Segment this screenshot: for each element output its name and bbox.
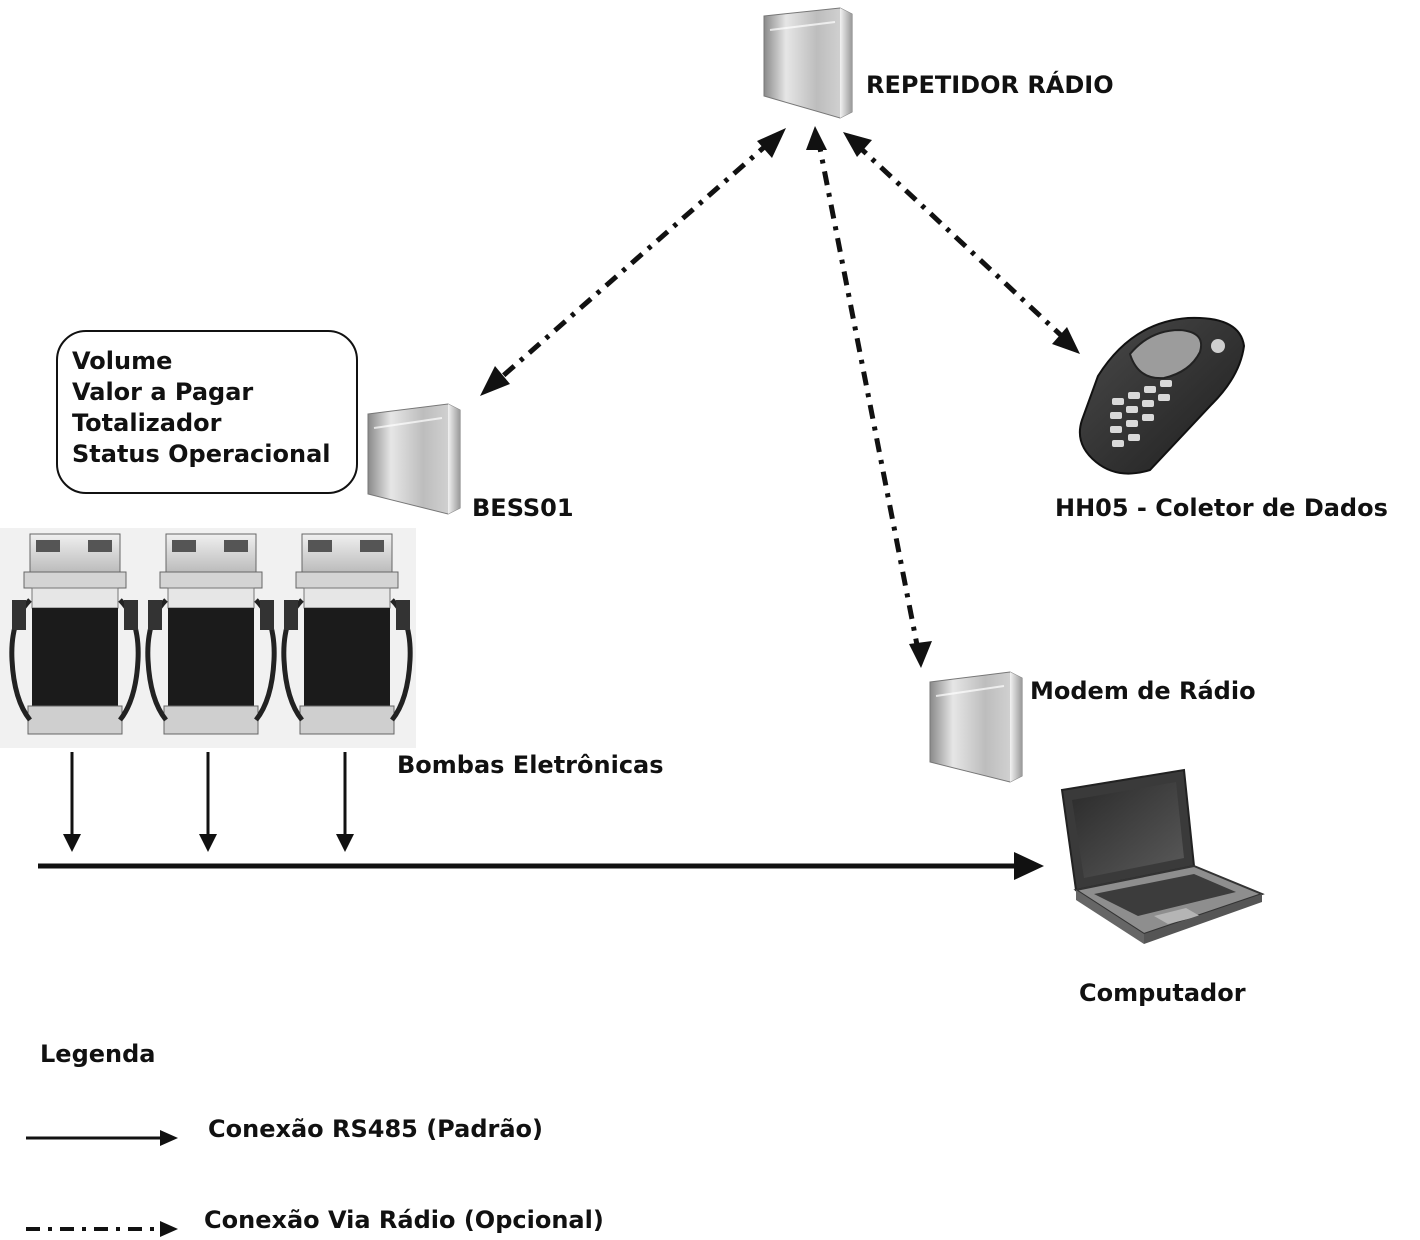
- pump-2-icon: [145, 533, 277, 735]
- pump-data-info-box: Volume Valor a Pagar Totalizador Status …: [56, 330, 358, 494]
- modem-label: Modem de Rádio: [1030, 677, 1256, 705]
- legend-radio-label: Conexão Via Rádio (Opcional): [204, 1206, 604, 1234]
- radio-links: [494, 137, 1068, 651]
- legend-radio-line: [26, 1221, 178, 1237]
- link-repeater-bess: [494, 140, 772, 384]
- link-repeater-modem: [815, 137, 921, 651]
- legend-rs485-label: Conexão RS485 (Padrão): [208, 1115, 543, 1143]
- info-status-operacional: Status Operacional: [72, 440, 331, 468]
- info-volume: Volume: [72, 347, 173, 375]
- pumps-label: Bombas Eletrônicas: [397, 751, 664, 779]
- pump-3-icon: [281, 533, 413, 735]
- bess-label: BESS01: [472, 494, 574, 522]
- legend-rs485-line: [26, 1130, 178, 1146]
- handheld-collector-icon: [1078, 316, 1246, 475]
- radio-arrowheads: [480, 126, 1080, 668]
- repeater-label: REPETIDOR RÁDIO: [866, 71, 1114, 99]
- info-valor-a-pagar: Valor a Pagar: [72, 378, 254, 406]
- bess-device-icon: [367, 403, 461, 515]
- pump-1-icon: [9, 533, 141, 735]
- modem-device-icon: [929, 671, 1023, 783]
- link-repeater-handheld: [854, 142, 1068, 342]
- repeater-device-icon: [763, 7, 853, 119]
- rs485-links: [38, 752, 1018, 869]
- computer-label: Computador: [1079, 979, 1246, 1007]
- handheld-label: HH05 - Coletor de Dados: [1055, 494, 1388, 522]
- legend-title: Legenda: [40, 1040, 156, 1068]
- laptop-computer-icon: [1060, 768, 1265, 944]
- info-totalizador: Totalizador: [72, 409, 222, 437]
- rs485-arrowheads: [63, 834, 1044, 880]
